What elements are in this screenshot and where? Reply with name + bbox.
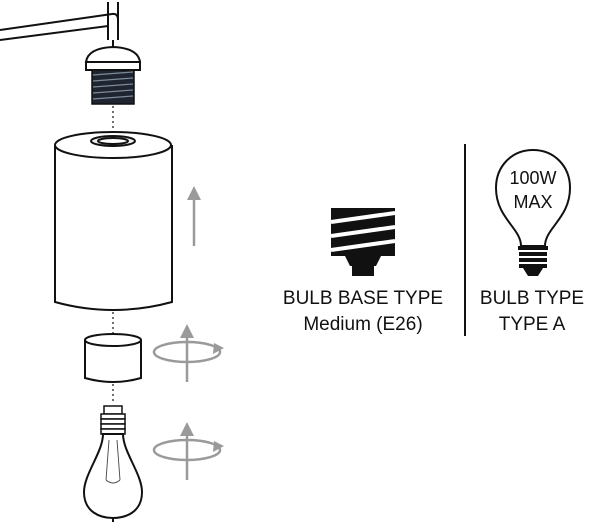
lamp-socket bbox=[84, 40, 142, 105]
bulb-base-value: Medium (E26) bbox=[303, 314, 422, 335]
cylinder-shade bbox=[54, 131, 173, 311]
edison-bulb bbox=[82, 405, 144, 522]
rotate-ring-arrow bbox=[152, 324, 224, 382]
wattage-value: 100W bbox=[509, 168, 556, 188]
locking-ring bbox=[84, 333, 142, 383]
bulb-type-title: BULB TYPE bbox=[480, 288, 584, 309]
bulb-type-value: TYPE A bbox=[499, 314, 566, 335]
screw-base-icon bbox=[330, 208, 396, 276]
rotate-bulb-arrow bbox=[152, 422, 224, 480]
lift-up-arrow bbox=[187, 186, 201, 246]
type-a-bulb-icon bbox=[494, 148, 572, 276]
mounting-arm bbox=[0, 2, 119, 41]
wattage-max-label: MAX bbox=[513, 192, 552, 212]
bulb-base-title: BULB BASE TYPE bbox=[283, 288, 443, 309]
